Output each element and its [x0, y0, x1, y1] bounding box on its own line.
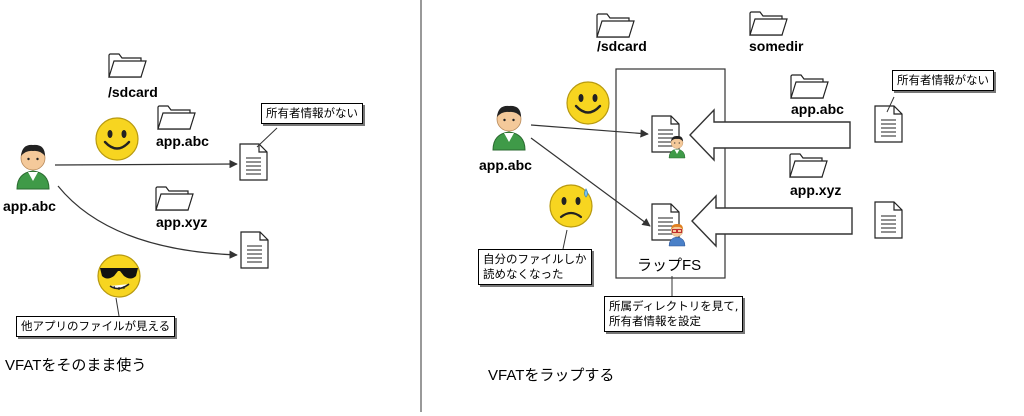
- document-icon: [874, 201, 903, 239]
- access-arrow: [530, 137, 651, 227]
- folder-label-somedir: somedir: [749, 38, 804, 54]
- user-icon: [492, 105, 526, 151]
- other-user-icon: [668, 223, 686, 247]
- document-icon: [240, 231, 269, 269]
- callout-no-owner: 所有者情報がない: [261, 103, 363, 124]
- callout-pointer: [256, 127, 278, 148]
- callout-cannot-read: 自分のファイルしか 読めなくなった: [478, 249, 592, 285]
- callout-no-owner: 所有者情報がない: [892, 70, 994, 91]
- callout-line: 自分のファイルしか: [483, 252, 587, 266]
- folder-icon: [749, 11, 788, 36]
- mapping-arrow: [691, 194, 853, 248]
- mapping-arrow: [689, 108, 851, 162]
- folder-label-app-xyz: app.xyz: [156, 214, 208, 230]
- user-label: app.abc: [479, 157, 532, 173]
- callout-pointer: [115, 297, 120, 317]
- folder-icon: [155, 186, 194, 211]
- callout-line: 所有者情報を設定: [609, 314, 701, 328]
- caption-left: VFATをそのまま使う: [5, 357, 147, 374]
- caption-right: VFATをラップする: [488, 367, 615, 384]
- user-icon: [16, 144, 50, 190]
- document-icon: [239, 143, 268, 181]
- access-arrow: [54, 159, 238, 169]
- callout-pointer: [886, 96, 895, 113]
- folder-icon: [157, 105, 196, 130]
- folder-label-app-abc: app.abc: [791, 101, 844, 117]
- callout-pointer: [562, 229, 568, 250]
- smiley-happy-icon: [565, 80, 611, 126]
- user-label: app.abc: [3, 198, 56, 214]
- access-arrow: [530, 124, 649, 138]
- folder-icon: [108, 53, 147, 78]
- folder-label-sdcard: /sdcard: [597, 38, 647, 54]
- smiley-worried-icon: [548, 183, 594, 229]
- folder-icon: [596, 13, 635, 38]
- callout-line: 読めなくなった: [483, 267, 564, 281]
- smiley-cool-icon: [97, 254, 141, 298]
- access-arrow: [57, 185, 238, 259]
- callout-line: 所属ディレクトリを見て,: [609, 299, 739, 313]
- folder-icon: [790, 74, 829, 99]
- callout-set-owner: 所属ディレクトリを見て, 所有者情報を設定: [604, 296, 744, 332]
- folder-label-app-abc: app.abc: [156, 133, 209, 149]
- folder-icon: [789, 153, 828, 178]
- folder-label-sdcard: /sdcard: [108, 84, 158, 100]
- wrapfs-box: [615, 68, 726, 279]
- callout-visible: 他アプリのファイルが見える: [16, 316, 176, 337]
- folder-label-app-xyz: app.xyz: [790, 182, 842, 198]
- smiley-happy-icon: [94, 116, 140, 162]
- wrapfs-label: ラップFS: [637, 257, 702, 274]
- document-icon: [874, 105, 903, 143]
